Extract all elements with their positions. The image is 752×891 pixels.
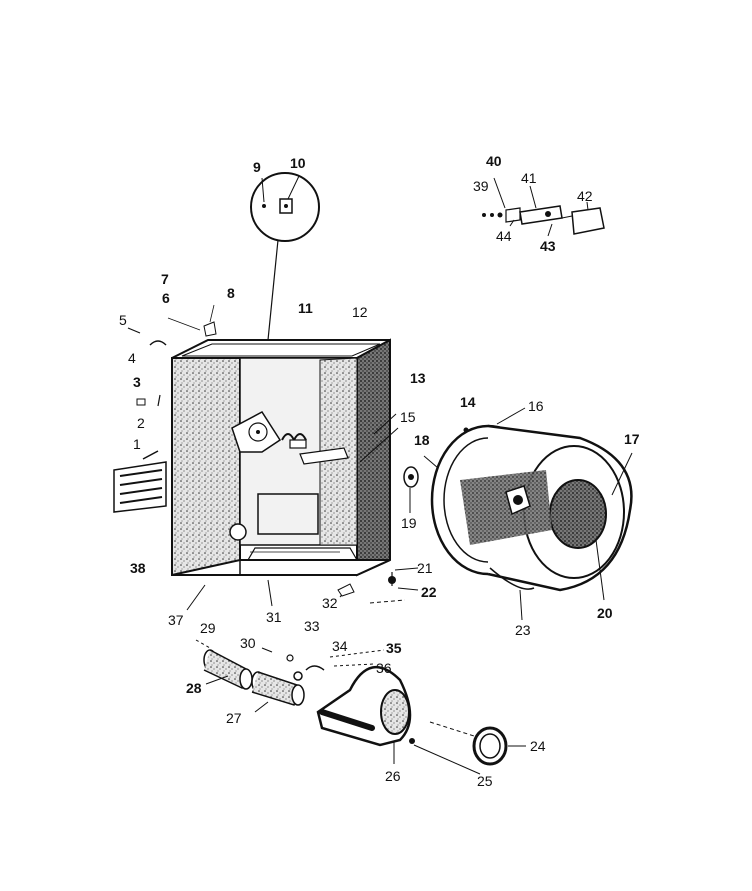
callout-24: 24 [530,738,546,754]
callout-36: 36 [376,660,392,676]
callout-16: 16 [528,398,544,414]
callout-43: 43 [540,238,556,254]
callout-40: 40 [486,153,502,169]
callout-31: 31 [266,609,282,625]
callout-26: 26 [385,768,401,784]
callout-2: 2 [137,415,145,431]
callout-18: 18 [414,432,430,448]
callout-30: 30 [240,635,256,651]
blower-housing [316,665,526,775]
callout-5: 5 [119,312,127,328]
callout-38: 38 [130,560,146,576]
callout-12: 12 [352,304,368,320]
callout-23: 23 [515,622,531,638]
drum-assembly [359,407,633,621]
callout-37: 37 [168,612,184,628]
callout-34: 34 [332,638,348,654]
callout-32: 32 [322,595,338,611]
motor-assembly [186,579,385,713]
detail-circle [250,172,320,431]
callout-8: 8 [227,285,235,301]
callout-15: 15 [400,409,416,425]
switch-assembly [482,177,605,237]
callout-7: 7 [161,271,169,287]
callout-6: 6 [162,290,170,306]
callout-29: 29 [200,620,216,636]
callout-10: 10 [290,155,306,171]
callout-4: 4 [128,350,136,366]
callout-28: 28 [186,680,202,696]
callout-21: 21 [417,560,433,576]
callout-33: 33 [304,618,320,634]
callout-9: 9 [253,159,261,175]
callout-19: 19 [401,515,417,531]
callout-42: 42 [577,188,593,204]
callout-44: 44 [496,228,512,244]
cabinet [171,338,391,577]
callout-17: 17 [624,431,640,447]
callout-22: 22 [421,584,437,600]
callout-41: 41 [521,170,537,186]
callout-13: 13 [410,370,426,386]
small-parts-left [113,304,217,513]
callout-3: 3 [133,374,141,390]
callout-1: 1 [133,436,141,452]
callout-39: 39 [473,178,489,194]
callout-11: 11 [298,300,313,316]
callout-25: 25 [477,773,493,789]
callout-14: 14 [460,394,476,410]
callout-27: 27 [226,710,242,726]
callout-35: 35 [386,640,402,656]
callout-20: 20 [597,605,613,621]
